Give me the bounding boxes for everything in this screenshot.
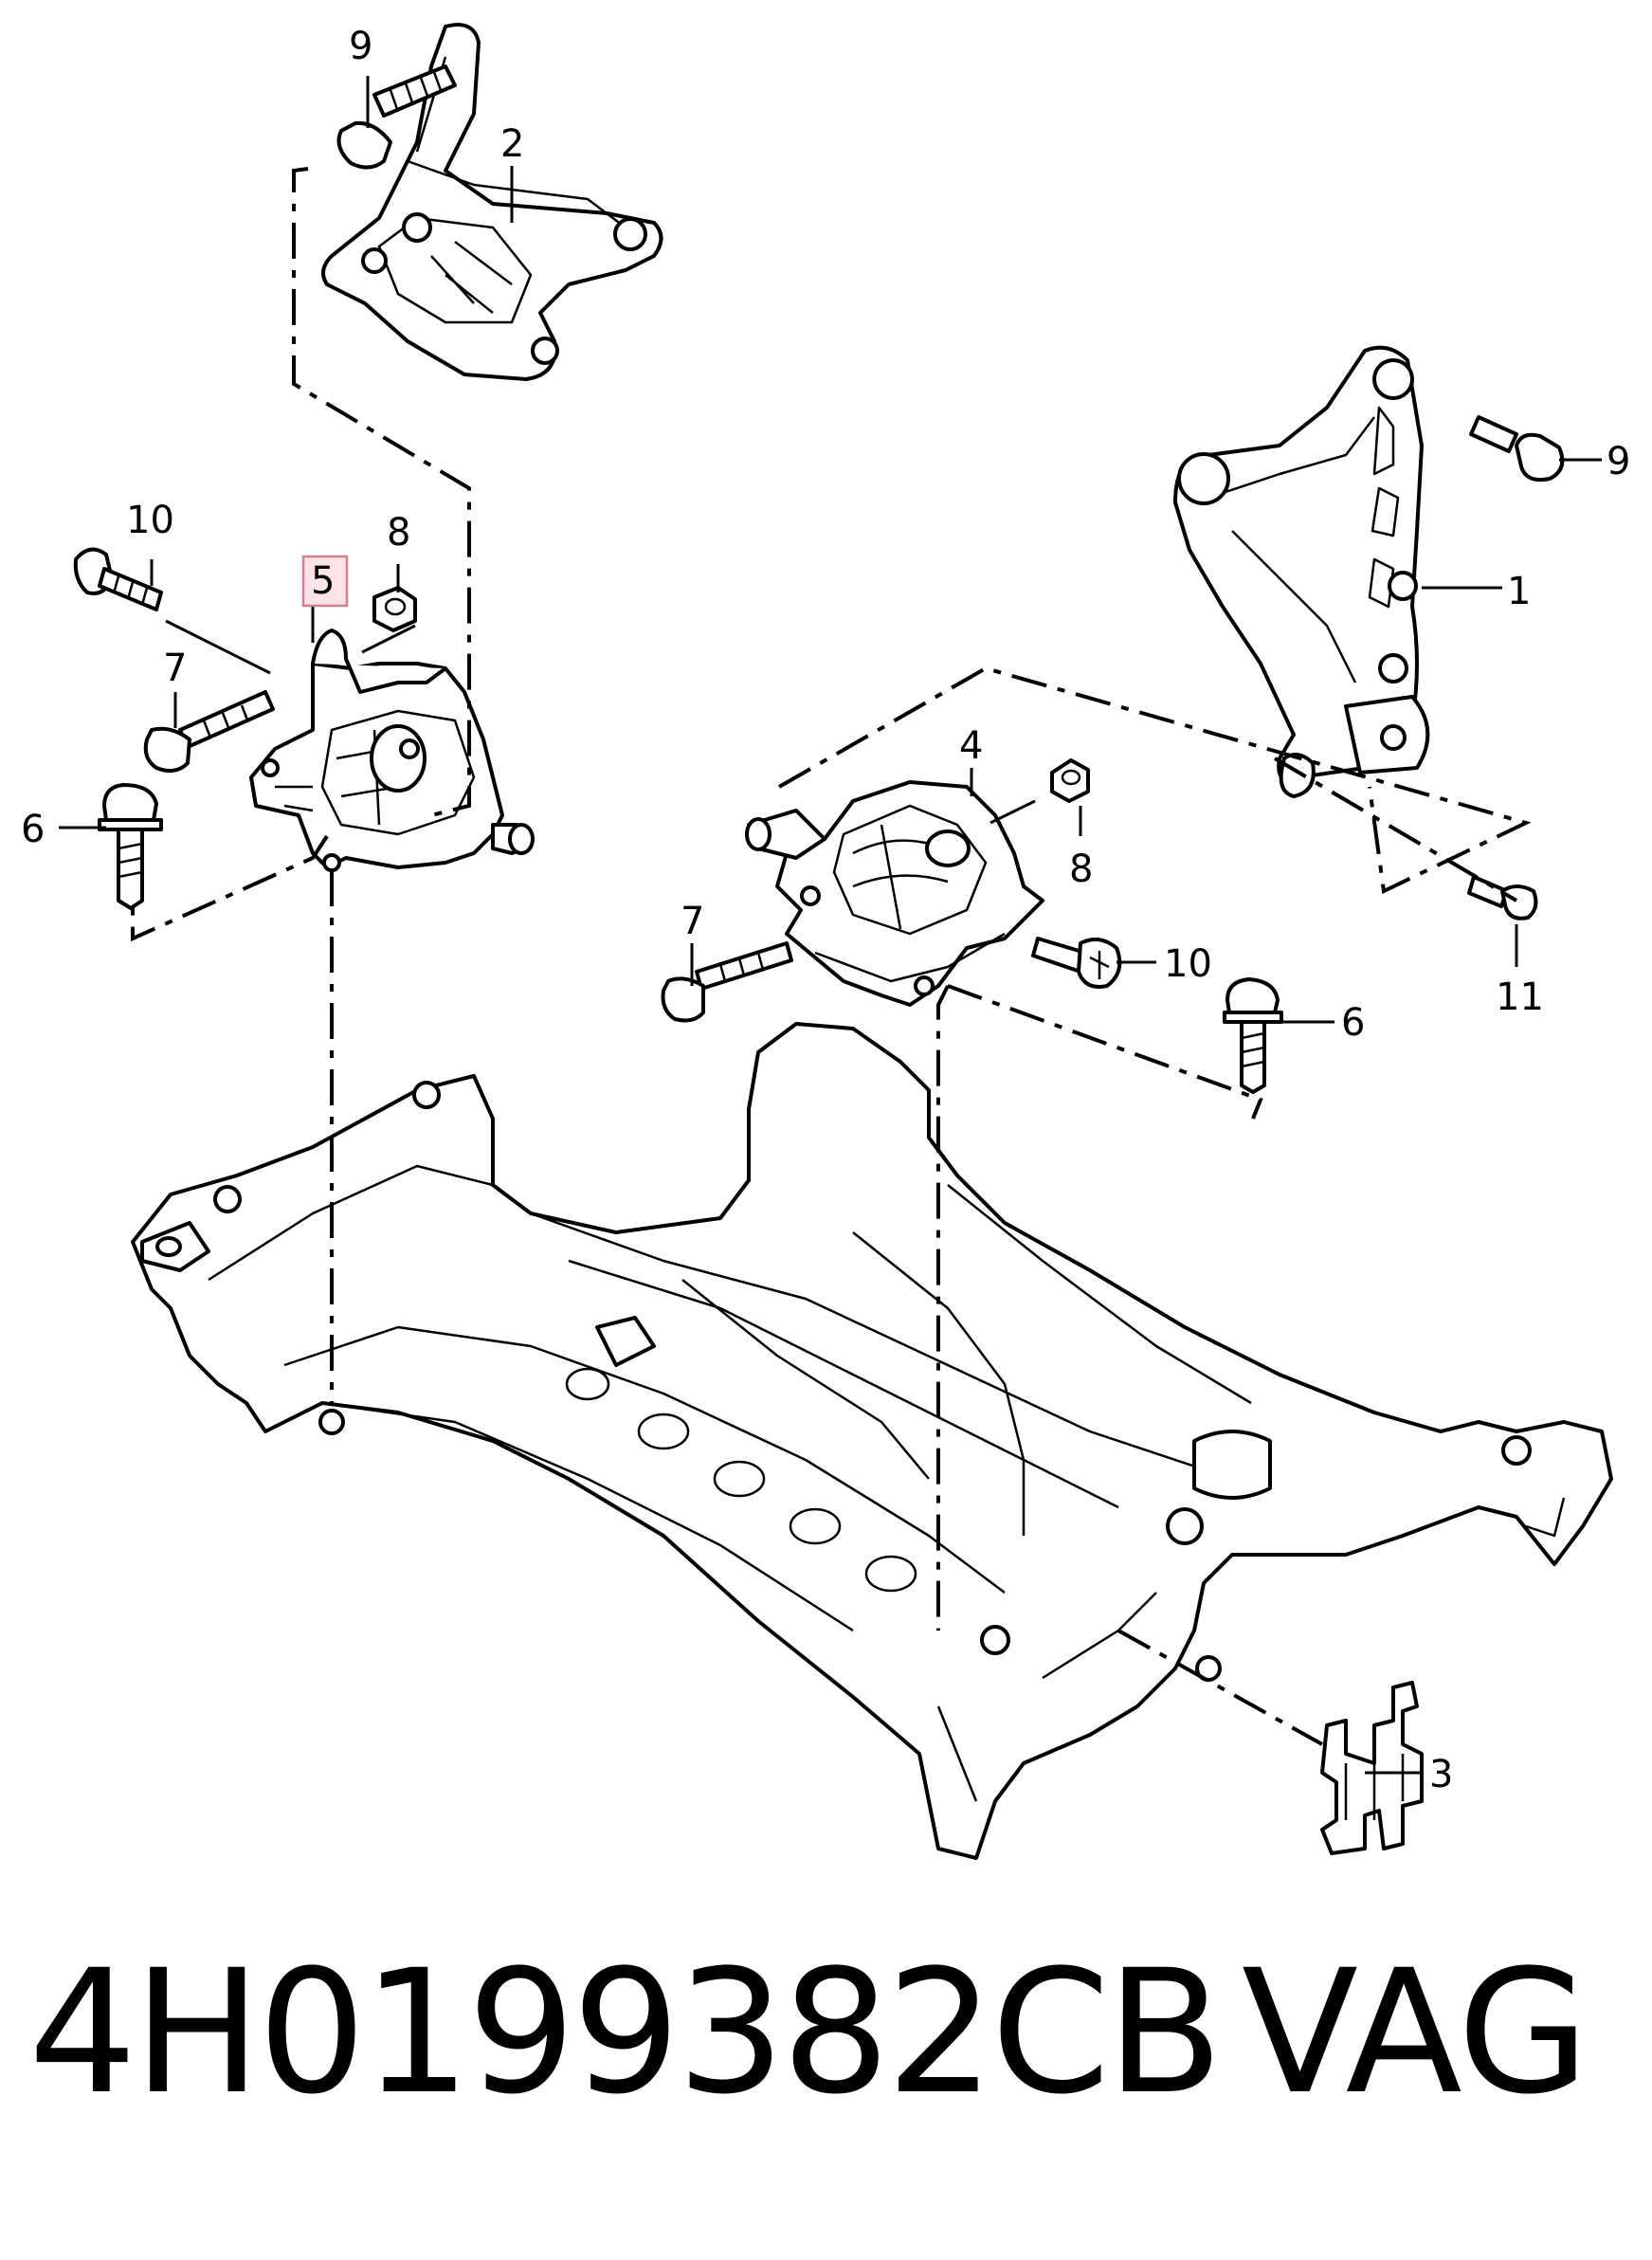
callout-10-right: 10 [1164, 942, 1212, 986]
part-number-label: 4H0199382CB [28, 1934, 1224, 2132]
bolt-6-left [98, 783, 163, 910]
bolt-7-left [143, 690, 275, 774]
part-3-clip [1320, 1681, 1424, 1855]
callout-9-top: 9 [349, 25, 372, 68]
nut-8-right [1050, 758, 1090, 803]
callout-3: 3 [1429, 1753, 1453, 1796]
callout-2: 2 [500, 122, 524, 166]
bolt-11 [1467, 875, 1538, 920]
callout-8-left: 8 [387, 511, 410, 555]
bolt-6-right [1223, 977, 1283, 1094]
nut-8-left [372, 586, 417, 632]
callout-10-left: 10 [126, 499, 174, 542]
callout-11: 11 [1496, 975, 1544, 1019]
bolt-9-top [336, 64, 457, 170]
bolt-10-right [1031, 937, 1122, 989]
callout-8-right: 8 [1069, 848, 1093, 891]
callout-4: 4 [959, 724, 983, 768]
callout-1: 1 [1507, 570, 1531, 613]
callout-6-left: 6 [21, 808, 45, 851]
callout-5-highlight [301, 555, 349, 608]
part-1-bracket [1173, 345, 1430, 798]
part-2-bracket [321, 23, 663, 381]
callout-9-right: 9 [1607, 440, 1630, 483]
leader-lines [59, 76, 1602, 1775]
diagram-canvas: 9 2 9 1 10 5 8 7 6 4 8 7 10 11 6 3 [21, 23, 1630, 1860]
bolt-9-right [1469, 415, 1565, 483]
callout-7-right: 7 [681, 900, 704, 943]
bolt-7-right [661, 941, 793, 1023]
part-4-engine-mount [745, 780, 1044, 1007]
brand-label: VAG [1242, 1934, 1589, 2132]
bolt-10-left [73, 547, 163, 611]
callout-6-right: 6 [1341, 1001, 1365, 1045]
part-5-engine-mount [249, 629, 535, 872]
callouts: 9 2 9 1 10 5 8 7 6 4 8 7 10 11 6 3 [21, 25, 1630, 1796]
assembly-lines [131, 167, 1532, 1746]
callout-7-left: 7 [163, 647, 187, 690]
callout-5: 5 [311, 559, 335, 603]
subframe [131, 1022, 1613, 1860]
